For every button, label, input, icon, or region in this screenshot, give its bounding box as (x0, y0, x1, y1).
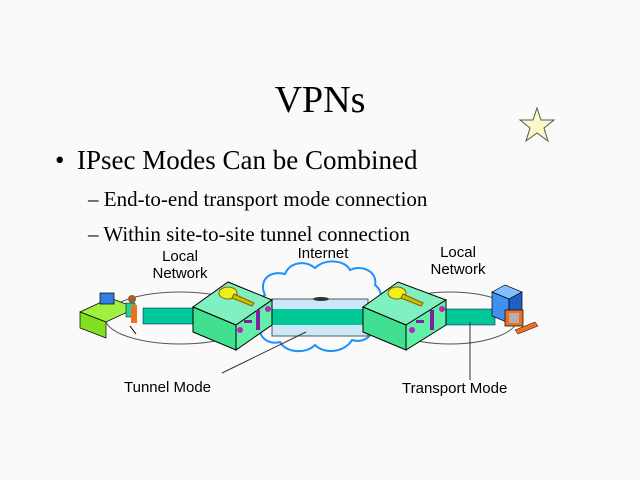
label-local-left-line1: Local (162, 248, 198, 265)
pipe-tunnel-inner (272, 309, 368, 325)
tunnel-mode-leader (221, 331, 307, 374)
main-bullet-text: IPsec Modes Can be Combined (77, 145, 418, 175)
label-tunnel-mode: Tunnel Mode (124, 379, 211, 396)
slide-title: VPNs (274, 79, 366, 121)
bullet-dot: • (55, 145, 65, 175)
workstation-user-icon (79, 292, 137, 339)
key-icon-right (387, 286, 424, 307)
sub-bullet-tunnel: – Within site-to-site tunnel connection (88, 222, 410, 246)
label-local-right-line2: Network (430, 261, 486, 278)
vpn-gateway-left (191, 281, 274, 351)
star-icon (518, 106, 556, 143)
label-local-network-left: Local Network (145, 248, 215, 282)
key-icon-left (218, 286, 255, 307)
label-local-right-line1: Local (440, 244, 476, 261)
label-internet: Internet (297, 245, 349, 262)
label-local-network-right: Local Network (423, 244, 493, 278)
server-pc-icon (491, 284, 539, 335)
sub-bullet-transport: – End-to-end transport mode connection (88, 187, 428, 211)
vpn-gateway-right (361, 281, 448, 351)
label-local-left-line2: Network (152, 265, 208, 282)
main-bullet: • IPsec Modes Can be Combined (55, 145, 417, 176)
tunnel-top-cap (313, 297, 329, 301)
label-transport-mode: Transport Mode (402, 380, 508, 397)
